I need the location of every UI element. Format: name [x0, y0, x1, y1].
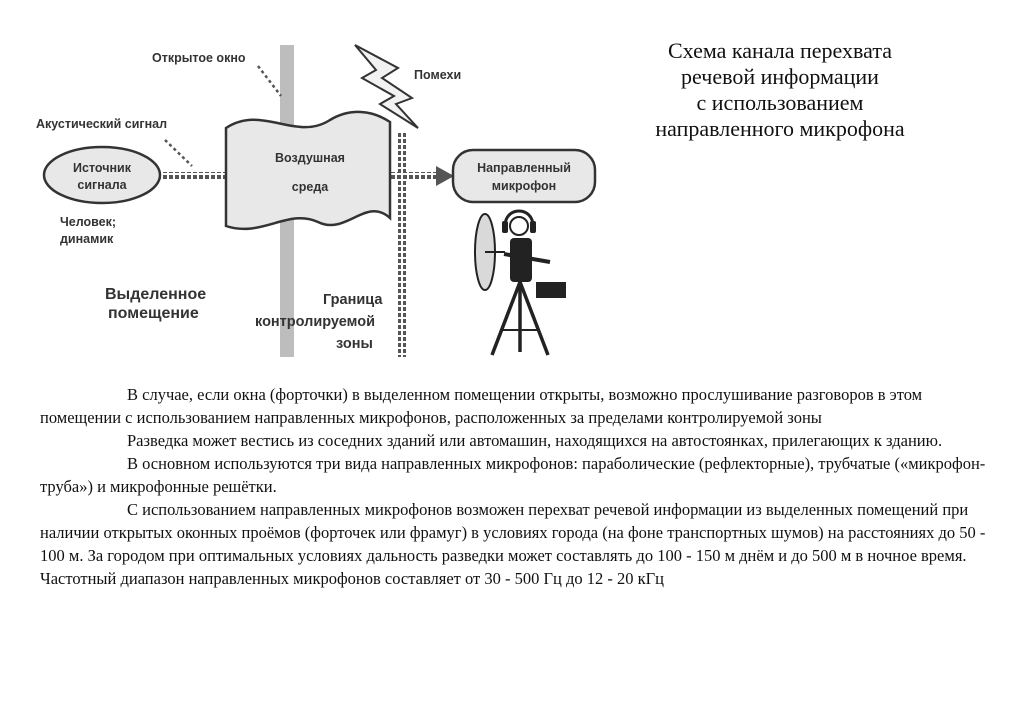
person-label-line2: динамик: [60, 232, 114, 246]
parabolic-microphone-operator-icon: [474, 209, 566, 356]
acoustic-signal-label: Акустический сигнал: [36, 117, 167, 131]
person-label-line1: Человек;: [60, 215, 116, 229]
boundary-label-line2: контролируемой: [255, 314, 375, 330]
boundary-label-line3: зоны: [336, 336, 373, 352]
title-line: направленного микрофона: [655, 116, 905, 141]
air-medium-shape: [224, 110, 392, 231]
microphone-label-line2: микрофон: [492, 179, 556, 193]
microphone-label-line1: Направленный: [477, 161, 571, 175]
interference-label: Помехи: [414, 68, 461, 82]
microphone-box: [451, 148, 597, 204]
room-label-line1: Выделенное: [105, 286, 206, 303]
medium-label-line1: Воздушная: [275, 151, 345, 165]
source-label-line2: сигнала: [77, 178, 127, 192]
open-window-leader: [257, 65, 282, 97]
diagram-title: Схема канала перехвата речевой информаци…: [600, 38, 960, 142]
interception-diagram: Открытое окно Акустический сигнал Помехи…: [36, 44, 597, 357]
medium-label-line2: среда: [292, 180, 329, 194]
description-text: В случае, если окна (форточки) в выделен…: [40, 383, 990, 590]
open-window-label: Открытое окно: [152, 51, 246, 65]
acoustic-signal-leader: [164, 139, 193, 167]
boundary-label-line1: Граница: [323, 292, 383, 308]
paragraph: В основном используются три вида направл…: [40, 454, 986, 496]
signal-arrow-head: [436, 166, 454, 186]
source-label-line1: Источник: [73, 161, 132, 175]
signal-source-ellipse: [42, 145, 162, 205]
title-line: Схема канала перехвата: [668, 38, 892, 63]
room-label-line2: помещение: [108, 305, 199, 322]
lightning-bolt-icon: [354, 44, 419, 129]
zone-boundary-line: [398, 132, 406, 357]
paragraph: С использованием направленных микрофонов…: [40, 500, 986, 588]
title-line: речевой информации: [681, 64, 879, 89]
paragraph: В случае, если окна (форточки) в выделен…: [40, 385, 923, 427]
paragraph: Разведка может вестись из соседних здани…: [127, 431, 943, 450]
title-line: с использованием: [696, 90, 864, 115]
